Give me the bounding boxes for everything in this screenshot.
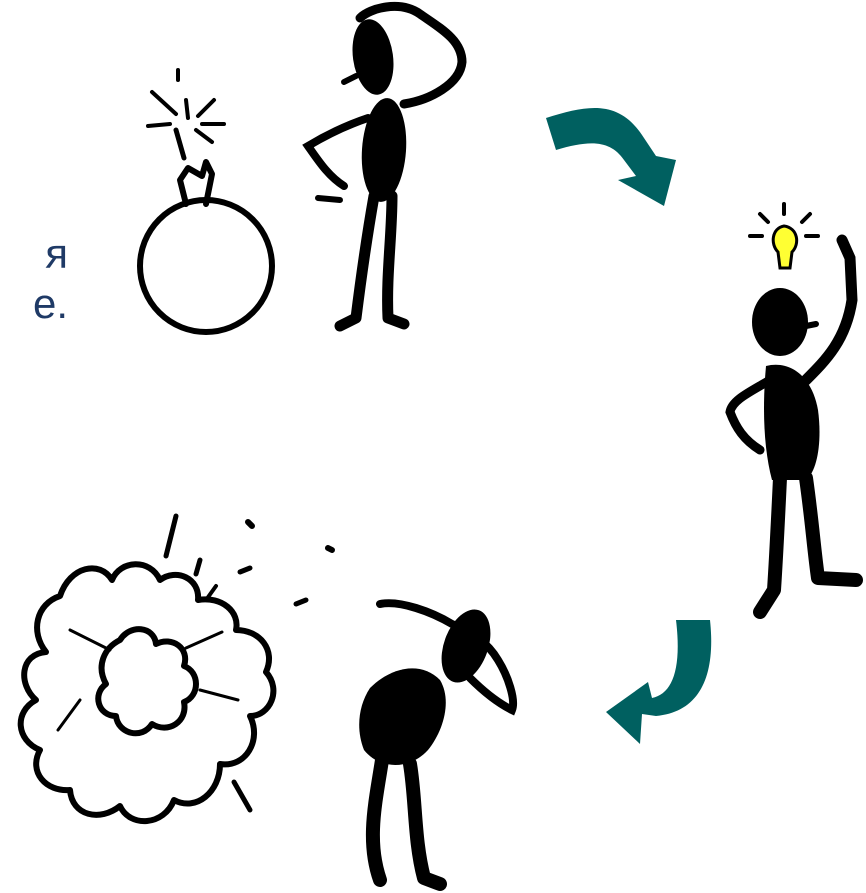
ducking-person-icon (359, 603, 513, 884)
thinking-person-icon (308, 6, 462, 326)
curved-arrow-icon (546, 108, 676, 206)
explosion-icon (21, 516, 332, 821)
bomb-icon (140, 70, 272, 332)
lightbulb-icon (750, 204, 818, 268)
idea-person-icon (730, 240, 856, 612)
curved-arrow-icon (606, 620, 711, 744)
